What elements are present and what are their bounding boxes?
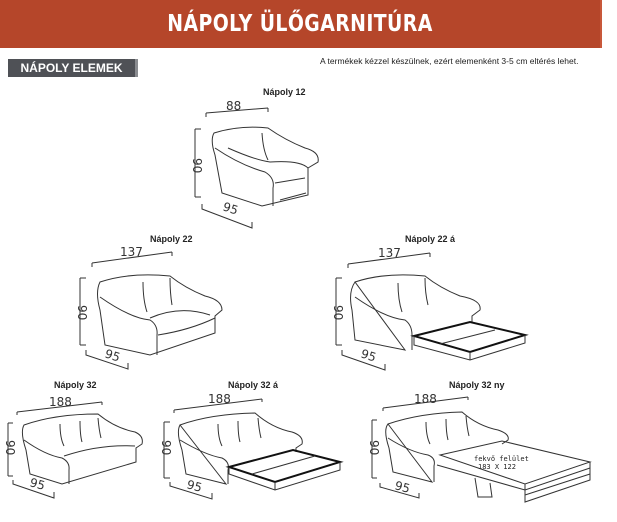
product-title: Nápoly 32 á	[228, 380, 279, 390]
svg-text:183 X 122: 183 X 122	[478, 463, 516, 471]
svg-text:95: 95	[185, 477, 203, 494]
svg-text:95: 95	[393, 478, 411, 495]
svg-text:90: 90	[331, 305, 345, 320]
disclaimer-note: A termékek kézzel készülnek, ezért eleme…	[320, 56, 579, 66]
page-title: NÁPOLY ÜLŐGARNITÚRA	[167, 11, 433, 37]
svg-text:90: 90	[367, 440, 381, 455]
svg-text:137: 137	[378, 246, 401, 260]
product-title: Nápoly 22	[150, 234, 193, 244]
svg-text:88: 88	[226, 99, 241, 113]
svg-text:137: 137	[120, 245, 143, 259]
svg-text:fekvő felület: fekvő felület	[474, 454, 529, 463]
svg-text:95: 95	[359, 347, 378, 365]
svg-text:95: 95	[28, 475, 46, 492]
svg-text:90: 90	[75, 305, 89, 320]
svg-text:188: 188	[414, 392, 437, 406]
svg-text:95: 95	[221, 200, 240, 218]
svg-text:90: 90	[190, 158, 204, 173]
svg-text:90: 90	[159, 440, 173, 455]
svg-text:90: 90	[3, 440, 17, 455]
product-title: Nápoly 12	[263, 87, 306, 97]
product-title: Nápoly 32 ny	[449, 380, 505, 390]
product-title: Nápoly 32	[54, 380, 97, 390]
section-label: NÁPOLY ELEMEK	[20, 61, 123, 75]
section-tab: NÁPOLY ELEMEK	[8, 59, 138, 77]
svg-text:188: 188	[49, 395, 72, 409]
header-banner: NÁPOLY ÜLŐGARNITÚRA	[0, 0, 602, 48]
svg-text:95: 95	[103, 347, 122, 365]
product-title: Nápoly 22 á	[405, 234, 456, 244]
svg-text:188: 188	[208, 392, 231, 406]
